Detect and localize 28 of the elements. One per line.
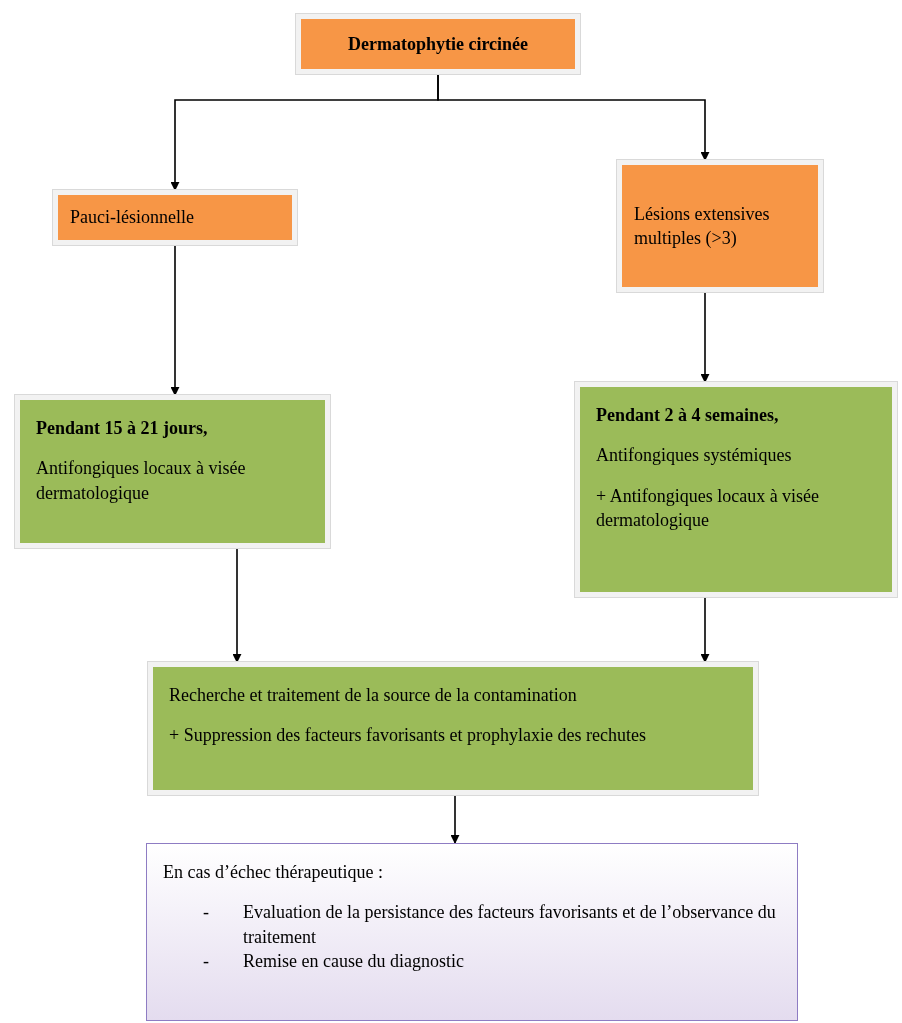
process-box bbox=[53, 190, 297, 245]
box-text: Recherche et traitement de la source de la contamination bbox=[169, 684, 578, 707]
box-text: Dermatophytie circinée bbox=[347, 32, 529, 56]
box-text: Lésions extensives multiples (>3) bbox=[634, 202, 771, 250]
list-bullet: - bbox=[202, 949, 210, 973]
box-text: + Suppression des facteurs favorisants et prophylaxie des rechutes bbox=[169, 724, 648, 748]
arrow bbox=[170, 244, 180, 396]
arrow bbox=[232, 547, 242, 663]
box-heading: Pendant 2 à 4 semaines, bbox=[596, 404, 780, 427]
arrow bbox=[450, 794, 460, 844]
arrow bbox=[700, 596, 710, 663]
process-box bbox=[148, 662, 758, 795]
treatment-box bbox=[15, 395, 330, 548]
treatment-box bbox=[575, 382, 897, 597]
title-box bbox=[296, 14, 580, 74]
box-text: Pauci-lésionnelle bbox=[70, 206, 195, 230]
arrow bbox=[700, 291, 710, 383]
list-item: Evaluation de la persistance des facteurs favorisants et de l’observance du traitement bbox=[243, 901, 777, 949]
process-box bbox=[617, 160, 823, 292]
box-text: Antifongiques locaux à visée dermatologique bbox=[36, 457, 247, 505]
arrow bbox=[437, 73, 710, 161]
box-text: + Antifongiques locaux à visée dermatologique bbox=[596, 484, 821, 532]
note-box bbox=[146, 843, 798, 1021]
list-item: Remise en cause du diagnostic bbox=[243, 949, 465, 973]
box-heading: Pendant 15 à 21 jours, bbox=[36, 417, 209, 440]
box-heading: En cas d’échec thérapeutique : bbox=[163, 861, 384, 884]
list-bullet: - bbox=[202, 901, 210, 925]
box-text: Antifongiques systémiques bbox=[596, 444, 793, 468]
